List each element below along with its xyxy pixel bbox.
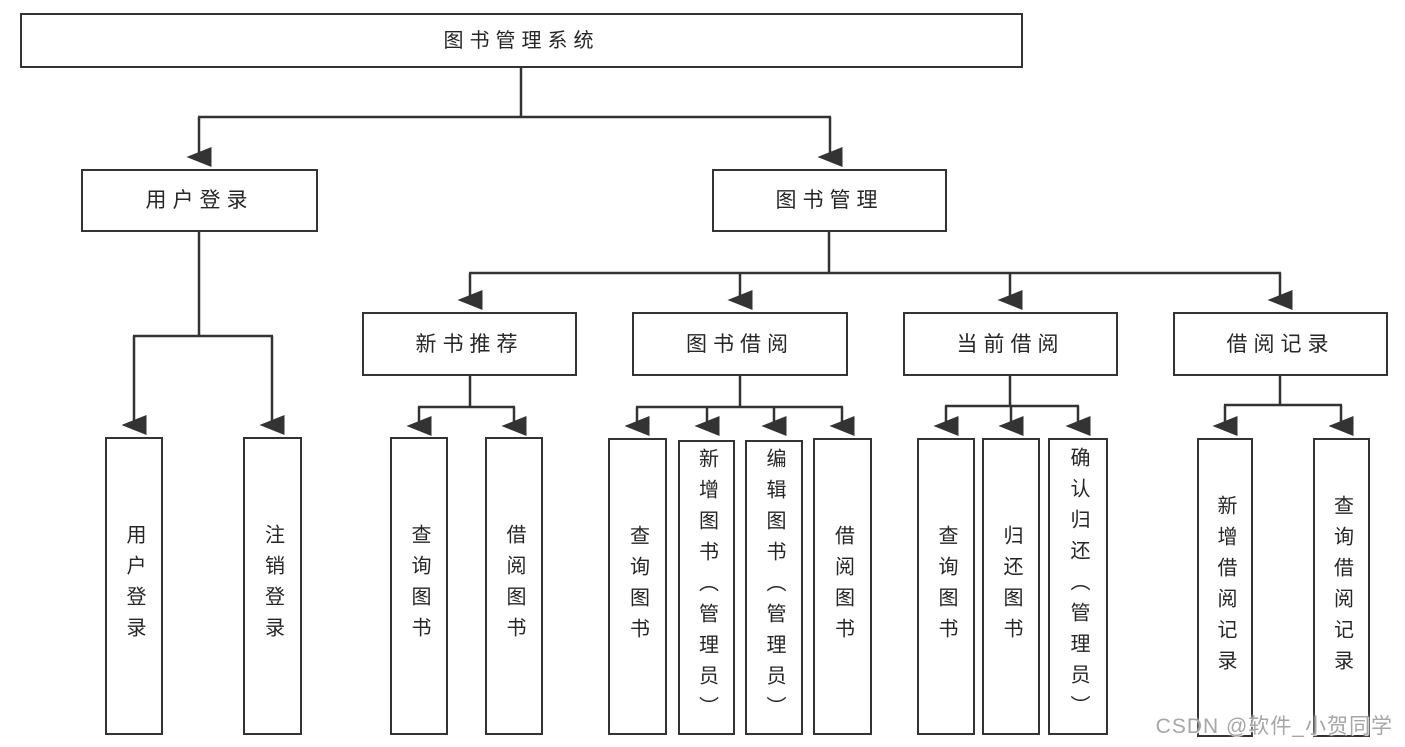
node-borrow-record: 借阅记录 — [1173, 312, 1388, 376]
node-current-borrow: 当前借阅 — [903, 312, 1118, 376]
node-borrow-record-label: 借阅记录 — [1226, 332, 1335, 356]
leaf-borrow-borrow-book: 借阅图书 — [813, 438, 872, 735]
leaf-recommend-query-book: 查询图书 — [390, 437, 448, 735]
leaf-borrow-edit-book-admin: 编辑图书（管理员） — [745, 440, 803, 735]
leaf-borrow-add-book-admin: 新增图书（管理员） — [678, 440, 735, 735]
node-book-borrow-label: 图书借阅 — [686, 332, 794, 356]
csdn-watermark: CSDN @软件_小贺同学 — [1155, 715, 1393, 738]
leaf-borrow-query-book-label: 查询图书 — [626, 524, 649, 649]
leaf-record-query: 查询借阅记录 — [1313, 438, 1370, 737]
node-current-borrow-label: 当前借阅 — [956, 332, 1065, 356]
leaf-borrow-edit-book-admin-label: 编辑图书（管理员） — [763, 448, 785, 727]
node-book-management-label: 图书管理 — [775, 189, 884, 212]
leaf-current-confirm-return-admin-label: 确认归还（管理员） — [1067, 447, 1089, 726]
node-new-book-recommend: 新书推荐 — [362, 312, 577, 376]
node-root-label: 图书管理系统 — [443, 29, 600, 52]
leaf-current-query-book-label: 查询图书 — [935, 524, 957, 649]
node-book-management: 图书管理 — [712, 169, 947, 232]
leaf-record-add: 新增借阅记录 — [1197, 438, 1253, 737]
leaf-current-return-book-label: 归还图书 — [1000, 524, 1022, 649]
leaf-current-confirm-return-admin: 确认归还（管理员） — [1048, 438, 1108, 735]
leaf-recommend-borrow-book-label: 借阅图书 — [503, 524, 525, 648]
node-user-login-label: 用户登录 — [145, 189, 254, 212]
leaf-record-query-label: 查询借阅记录 — [1330, 494, 1353, 681]
leaf-user-login-label: 用户登录 — [123, 524, 145, 648]
leaf-borrow-add-book-admin-label: 新增图书（管理员） — [695, 448, 718, 727]
leaf-recommend-borrow-book: 借阅图书 — [485, 437, 543, 735]
leaf-current-query-book: 查询图书 — [917, 438, 975, 735]
leaf-current-return-book: 归还图书 — [982, 438, 1040, 735]
node-user-login: 用户登录 — [81, 169, 318, 232]
leaf-logout: 注销登录 — [243, 437, 302, 735]
leaf-borrow-query-book: 查询图书 — [608, 438, 667, 735]
leaf-user-login: 用户登录 — [105, 437, 163, 735]
node-root: 图书管理系统 — [20, 13, 1023, 68]
node-book-borrow: 图书借阅 — [632, 312, 848, 376]
leaf-logout-label: 注销登录 — [261, 524, 284, 648]
leaf-recommend-query-book-label: 查询图书 — [408, 524, 430, 648]
leaf-borrow-borrow-book-label: 借阅图书 — [831, 524, 854, 649]
node-new-book-recommend-label: 新书推荐 — [415, 332, 524, 356]
leaf-record-add-label: 新增借阅记录 — [1214, 494, 1236, 681]
